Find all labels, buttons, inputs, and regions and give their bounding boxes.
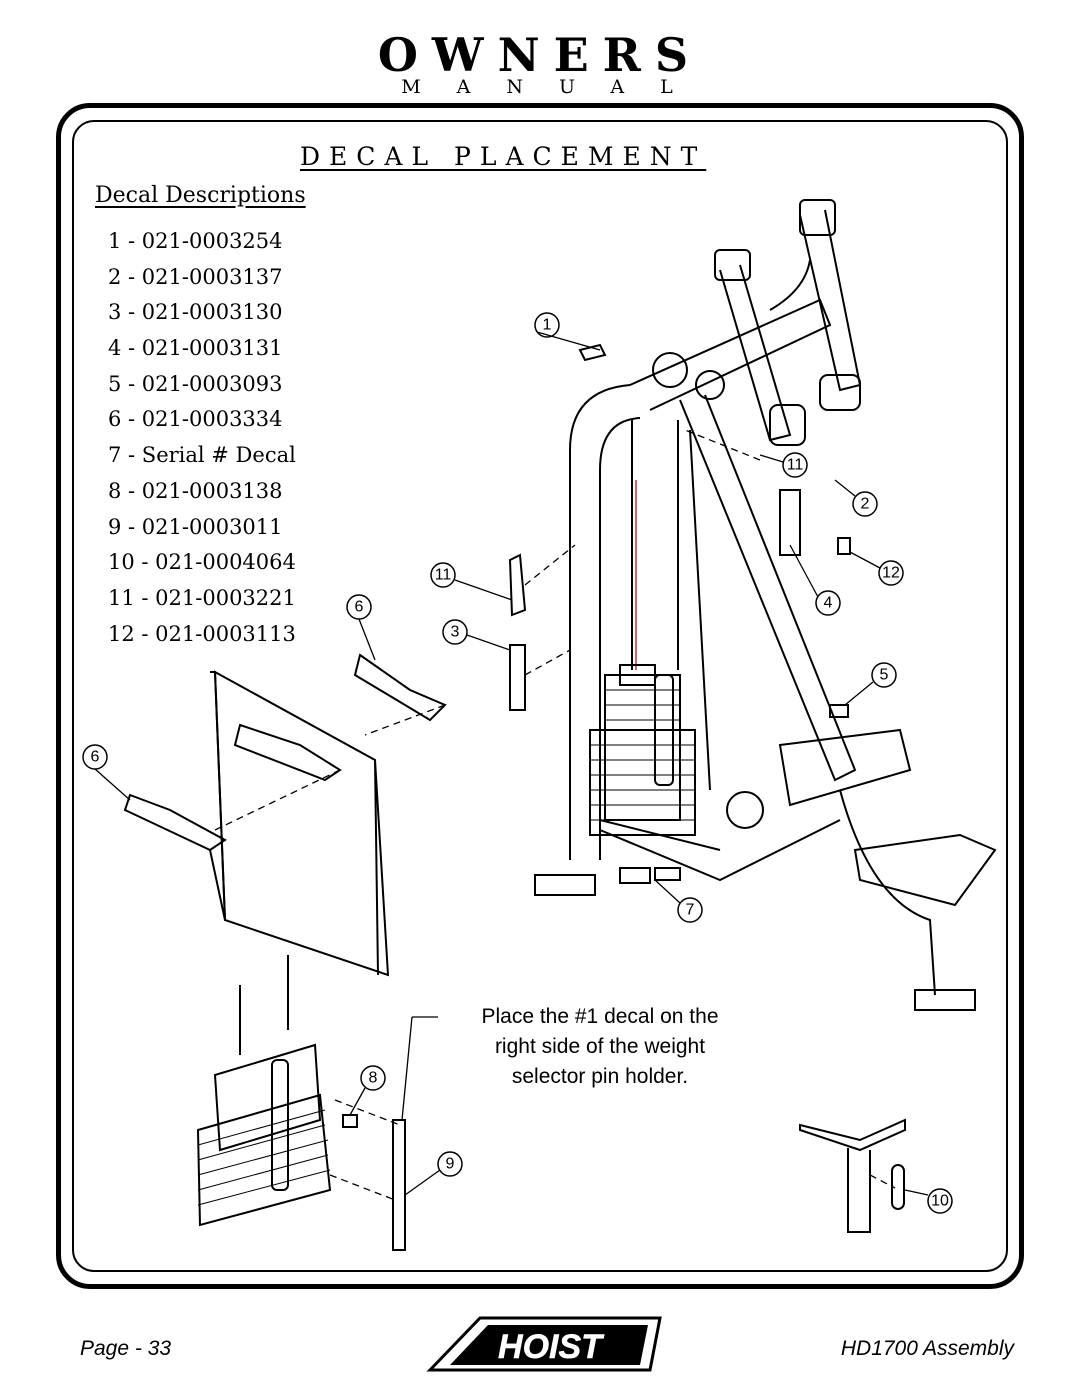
callout-label: 5: [880, 667, 889, 684]
callout-8: [360, 1065, 386, 1091]
logo-text: HOIST: [498, 1328, 605, 1366]
note-line: Place the #1 decal on the: [481, 1005, 719, 1028]
inner-frame: [72, 120, 1008, 1272]
callout-label: 7: [686, 902, 695, 919]
press-lever: [679, 394, 857, 782]
press-arm-right: [799, 209, 862, 392]
decal-item: 4 - 021-0003131: [108, 336, 283, 361]
callout-4: [815, 590, 841, 616]
placement-note: Place the #1 decal on the right side of …: [450, 1002, 750, 1092]
shroud-panel: [213, 670, 390, 977]
handle-grip: [819, 374, 861, 411]
callout-3: [442, 619, 468, 645]
decal-item: 12 - 021-0003113: [108, 621, 296, 646]
decal-list: 1 - 021-0003254 2 - 021-0003137 3 - 021-…: [108, 226, 296, 654]
seat-post: [839, 789, 936, 996]
page-number: Page - 33: [80, 1337, 172, 1360]
callout-label: 6: [355, 599, 364, 616]
frame-left-upright: [569, 384, 631, 860]
callout-label: 2: [861, 496, 870, 513]
model-name: HD1700 Assembly: [840, 1337, 1014, 1360]
callout-label: 8: [369, 1070, 378, 1087]
lower-pivot: [726, 791, 764, 829]
callout-label: 1: [543, 317, 552, 334]
callout-label: 4: [824, 595, 833, 612]
decal-item: 8 - 021-0003138: [108, 478, 283, 503]
callout-label: 3: [451, 624, 460, 641]
weight-stack-top: [604, 674, 681, 821]
callout-label: 10: [931, 1193, 949, 1210]
decal-item: 1 - 021-0003254: [108, 229, 283, 253]
press-arm-left: [719, 264, 792, 442]
decal-item: 6 - 021-0003334: [108, 407, 283, 432]
callout-12: [878, 560, 904, 586]
decal-item: 3 - 021-0003130: [108, 300, 283, 325]
frame-foot: [534, 874, 596, 896]
callout-label: 11: [435, 567, 452, 584]
callout-2: [852, 491, 878, 517]
callout-label: 9: [446, 1156, 455, 1173]
bracket: [799, 1118, 906, 1152]
callout-label: 11: [787, 457, 804, 474]
pulley: [652, 352, 688, 388]
decal-item: 11 - 021-0003221: [108, 585, 296, 610]
decal-item: 9 - 021-0003011: [108, 514, 283, 539]
top-beam: [629, 298, 832, 411]
callout-1: [534, 312, 560, 338]
callout-5: [871, 662, 897, 688]
callout-label: 6: [91, 749, 100, 766]
outer-frame: [56, 103, 1024, 1289]
decal-item: 5 - 021-0003093: [108, 371, 283, 396]
note-line: selector pin holder.: [511, 1065, 689, 1088]
decal-descriptions-title: Decal Descriptions: [95, 183, 306, 208]
decal-item: 7 - Serial # Decal: [108, 443, 296, 468]
callout-label: 12: [882, 565, 900, 582]
callout-10: [927, 1188, 953, 1214]
hoist-logo: HOIST: [426, 1316, 662, 1372]
base-frame: [599, 819, 841, 882]
owners-heading: OWNERS: [377, 28, 703, 82]
decal-item: 2 - 021-0003137: [108, 264, 283, 289]
callout-9: [437, 1151, 463, 1177]
decal-shape: [578, 343, 607, 362]
callout-11b: [430, 562, 456, 588]
small-weight-stack: [213, 1043, 322, 1152]
seat-pad: [853, 833, 997, 907]
footrest: [778, 728, 912, 807]
leader-line: [364, 704, 446, 736]
callout-11: [782, 452, 808, 478]
callout-7: [677, 897, 703, 923]
arm-pivot: [714, 249, 751, 281]
decal-strip: [392, 1119, 406, 1251]
manual-subheading: MANUAL: [401, 76, 709, 98]
section-title: DECAL PLACEMENT: [300, 142, 707, 171]
note-line: right side of the weight: [494, 1035, 706, 1058]
decal-item: 10 - 021-0004064: [108, 550, 296, 575]
